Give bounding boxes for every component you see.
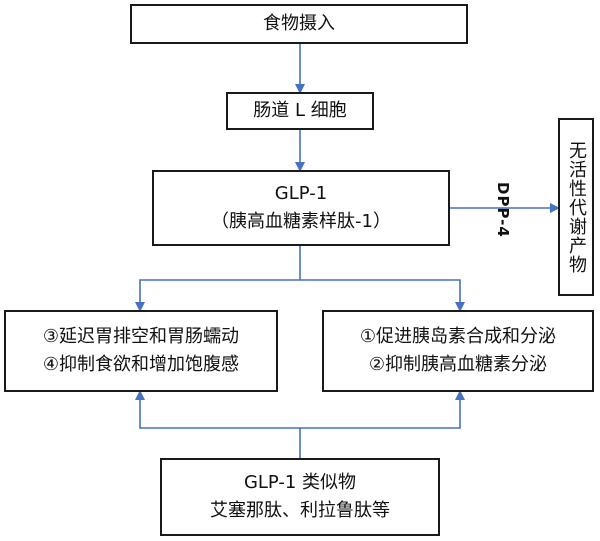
connector-analogs-split-right xyxy=(300,390,465,429)
node-glp1-line1: GLP-1 xyxy=(274,183,328,204)
node-effects-left-line1: ③延迟胃排空和胃肠蠕动 xyxy=(42,326,240,347)
connector-glp1-split-right xyxy=(300,279,465,312)
node-glp1-line2: （胰高血糖素样肽-1） xyxy=(211,211,391,232)
connector-glp1-split xyxy=(135,246,301,312)
node-l-cell-label: 肠道 L 细胞 xyxy=(253,100,347,121)
node-effects-left: ③延迟胃排空和胃肠蠕动 ④抑制食欲和增加饱腹感 xyxy=(4,310,278,392)
node-glp1-analogs-line1: GLP-1 类似物 xyxy=(243,472,357,493)
node-glp1-analogs: GLP-1 类似物 艾塞那肽、利拉鲁肽等 xyxy=(160,458,440,536)
node-food-intake: 食物摄入 xyxy=(130,4,468,44)
node-l-cell: 肠道 L 细胞 xyxy=(226,92,374,130)
node-effects-right: ①促进胰岛素合成和分泌 ②抑制胰高血糖素分泌 xyxy=(322,310,594,392)
node-effects-left-line2: ④抑制食欲和增加饱腹感 xyxy=(42,354,240,375)
edge-label-dpp4: DPP-4 xyxy=(494,182,512,238)
node-effects-right-line2: ②抑制胰高血糖素分泌 xyxy=(368,354,548,375)
node-inactive-metabolite-label: 无活性代谢产物 xyxy=(566,140,587,274)
node-inactive-metabolite: 无活性代谢产物 xyxy=(558,118,594,296)
node-effects-right-line1: ①促进胰岛素合成和分泌 xyxy=(359,326,557,347)
node-glp1-analogs-line2: 艾塞那肽、利拉鲁肽等 xyxy=(210,500,390,521)
node-glp1: GLP-1 （胰高血糖素样肽-1） xyxy=(152,170,450,246)
node-food-intake-label: 食物摄入 xyxy=(263,13,335,34)
connector-analogs-split xyxy=(135,390,301,458)
